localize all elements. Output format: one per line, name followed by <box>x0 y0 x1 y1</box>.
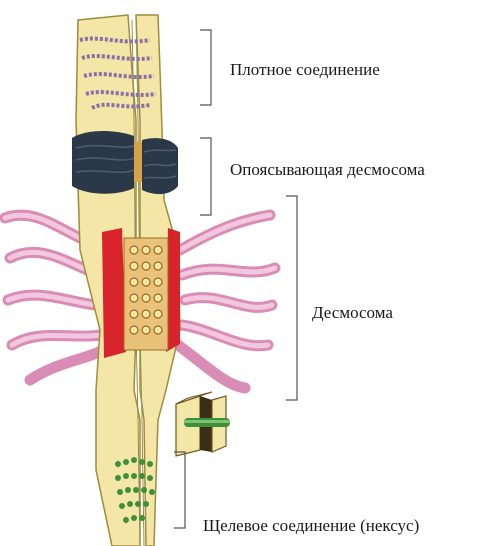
bracket-adherens <box>200 138 211 215</box>
bracket-gap <box>174 452 185 528</box>
adherens-core <box>134 142 142 182</box>
adherens-belt-left <box>72 131 134 194</box>
desmosome-core <box>124 238 168 350</box>
filament-right-5 <box>178 345 245 388</box>
gap-junction-block <box>176 392 230 456</box>
bracket-desmosome <box>286 196 297 400</box>
label-adherens-junction: Опоясывающая десмосома <box>230 160 425 180</box>
adherens-belt-right <box>142 138 178 194</box>
label-desmosome: Десмосома <box>312 303 393 323</box>
desmosome-plaque-left <box>102 228 126 358</box>
label-gap-junction: Щелевое соединение (нексус) <box>203 516 419 536</box>
brackets <box>174 30 297 528</box>
label-tight-junction: Плотное соединение <box>230 60 380 80</box>
bracket-tight <box>200 30 211 105</box>
